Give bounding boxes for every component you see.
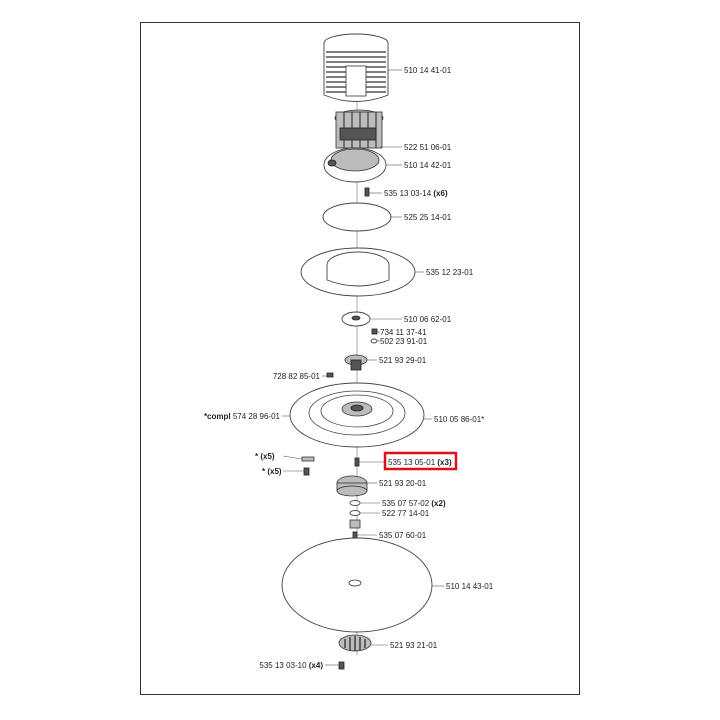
- screw-part: [354, 457, 360, 467]
- part-number-label: 535 13 03-10 (x4): [259, 661, 323, 670]
- ring-part: [300, 247, 416, 297]
- highlighted-part-label[interactable]: 535 13 05-01 (x3): [388, 458, 452, 467]
- main-plate-part: [289, 382, 425, 448]
- part-number-label: 525 25 14-01: [404, 213, 452, 222]
- part-number-label: 502 23 91-01: [380, 337, 428, 346]
- hub-part: [344, 354, 368, 371]
- motor-cover-part: [323, 33, 389, 102]
- washer-part: [349, 500, 361, 506]
- part-number-label: 510 06 62-01: [404, 315, 452, 324]
- base-disc-part: [281, 537, 433, 633]
- part-number-label: 510 14 41-01: [404, 66, 452, 75]
- blade-holder-part: [336, 475, 368, 497]
- diagram-frame: [140, 22, 580, 695]
- part-number-label: 535 07 57-02 (x2): [382, 499, 446, 508]
- nut-part: [371, 328, 378, 335]
- nut-part: [352, 531, 358, 539]
- nut-part: [349, 519, 361, 529]
- part-qty-label: * (x5): [262, 467, 282, 476]
- part-number-label: 522 77 14-01: [382, 509, 430, 518]
- screw-part: [364, 187, 370, 197]
- clip-part: [301, 456, 315, 462]
- part-number-label: 535 12 23-01: [426, 268, 474, 277]
- part-number-label: 521 93 20-01: [379, 479, 427, 488]
- clip-part: [326, 372, 334, 378]
- part-number-label: *compl 574 28 96-01: [204, 412, 281, 421]
- wheel-part: [338, 634, 372, 652]
- gasket-part: [322, 202, 392, 232]
- part-number-label: 734 11 37-41: [380, 328, 427, 337]
- part-number-label: 522 51 06-01: [404, 143, 452, 152]
- washer-part: [349, 510, 361, 516]
- motor-part: [334, 109, 384, 149]
- part-number-label: 510 05 86-01*: [434, 415, 484, 424]
- screw-part: [303, 467, 310, 476]
- part-number-label: 535 07 60-01: [379, 531, 427, 540]
- part-number-label: 510 14 43-01: [446, 582, 494, 591]
- small-disc-part: [341, 311, 371, 327]
- leader-lines: [282, 69, 444, 666]
- screw-part: [338, 661, 345, 670]
- washer-part: [370, 338, 378, 344]
- motor-base-part: [323, 147, 387, 183]
- part-number-label: 521 93 29-01: [379, 356, 427, 365]
- highlight-box: [383, 451, 458, 471]
- part-number-label: 521 93 21-01: [390, 641, 438, 650]
- part-number-label: 728 82 85-01: [273, 372, 321, 381]
- part-qty-label: * (x5): [255, 452, 275, 461]
- part-number-label: 510 14 42-01: [404, 161, 452, 170]
- part-number-label: 535 13 03-14 (x6): [384, 189, 448, 198]
